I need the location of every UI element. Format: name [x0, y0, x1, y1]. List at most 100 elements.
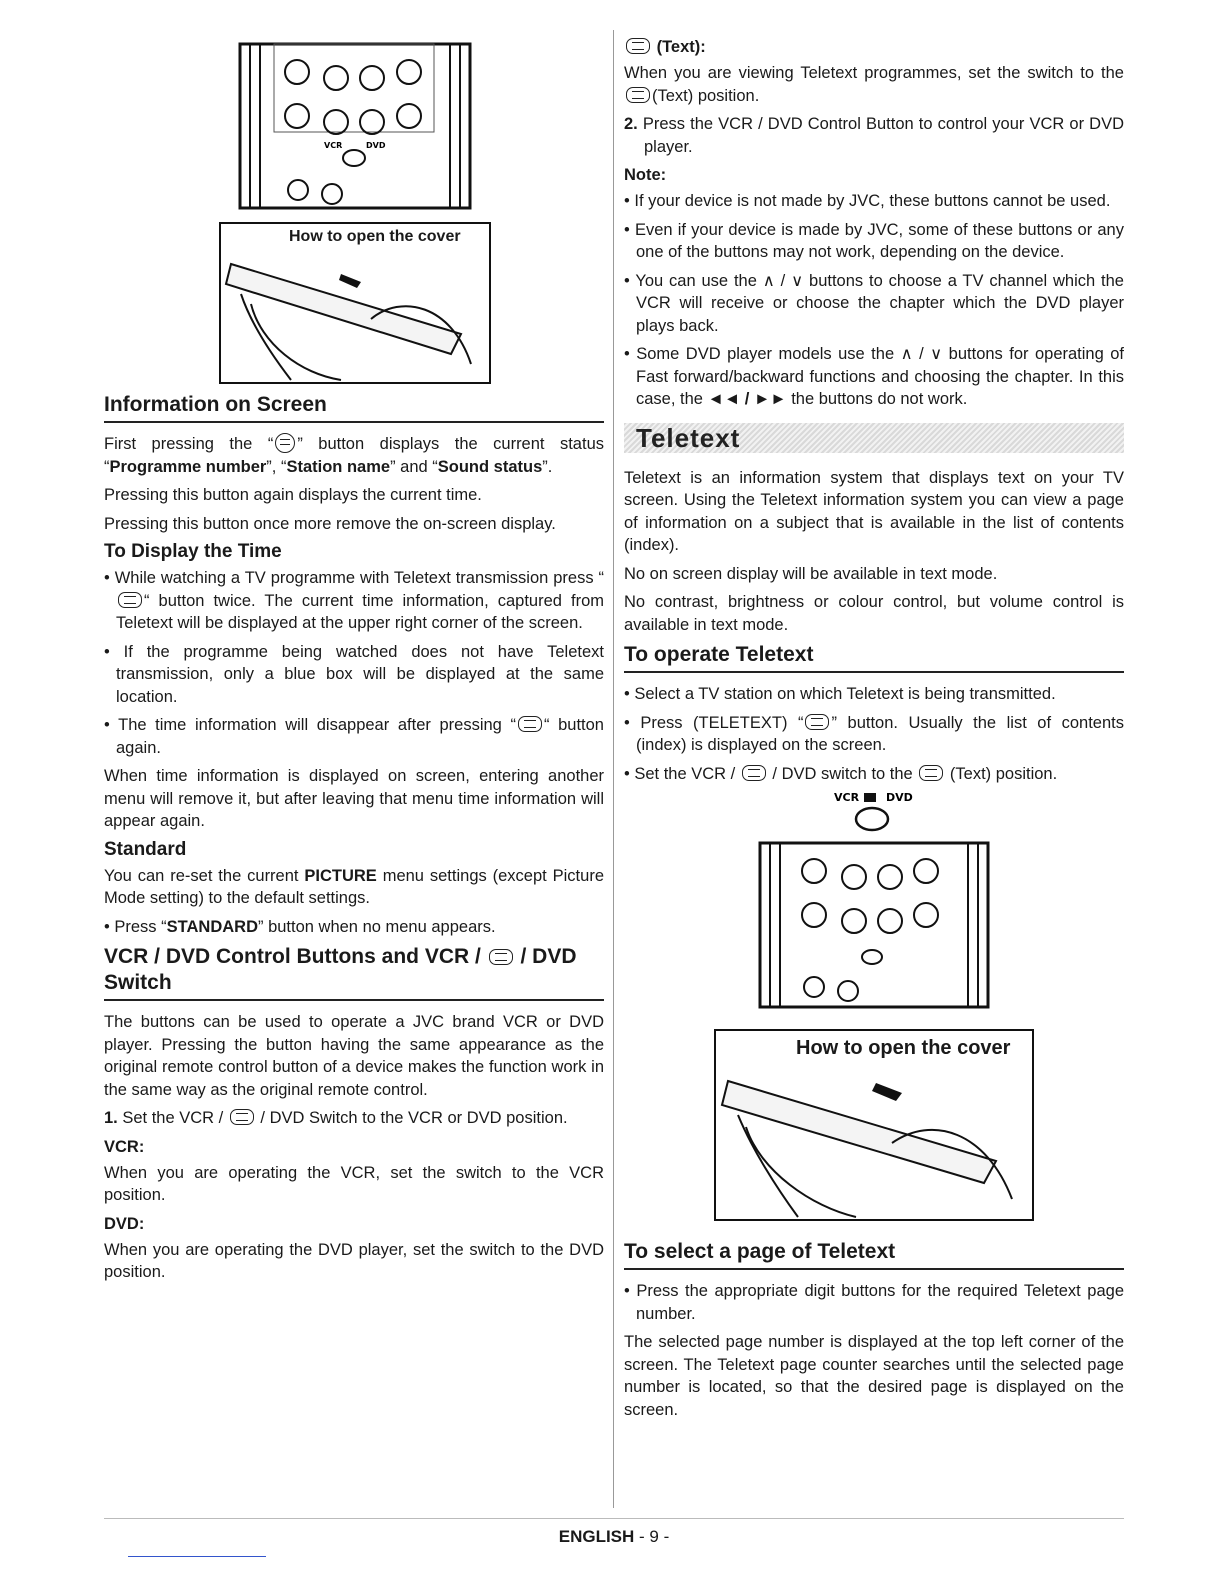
- standard-paragraph: You can re-set the current PICTURE menu …: [104, 865, 604, 910]
- switch-dvd-text: DVD: [886, 791, 913, 804]
- text-p-a: When you are viewing Teletext programmes…: [624, 64, 1124, 82]
- select-page-heading: To select a page of Teletext: [624, 1239, 1124, 1270]
- step-1-number: 1.: [104, 1109, 118, 1127]
- vcr-title-b: / DVD Switch: [104, 945, 577, 994]
- info-p1-a: First pressing the “: [104, 435, 274, 453]
- text-mode-label: (Text):: [624, 36, 1124, 58]
- info-paragraph-3: Pressing this button once more remove th…: [104, 514, 556, 533]
- standard-p-c: menu settings (except Picture Mode setti…: [104, 866, 604, 908]
- open-cover-figure: How to open the cover: [104, 222, 604, 392]
- step-2-text: Press the VCR / DVD Control Button to co…: [637, 115, 1124, 156]
- display-time-paragraph: When time information is displayed on sc…: [104, 767, 604, 830]
- standard-b-c: ” button when no menu appears.: [258, 917, 496, 936]
- vcr-title-a: VCR / DVD Control Buttons and VCR /: [104, 945, 487, 968]
- vcr-dvd-paragraph: The buttons can be used to operate a JVC…: [104, 1013, 604, 1099]
- info-p1-e: ”.: [542, 457, 553, 476]
- note-item-4: Some DVD player models use the ∧ / ∨ but…: [624, 343, 1124, 411]
- info-station-name: Station name: [286, 457, 391, 476]
- op-b2-a: Press (TELETEXT) “: [640, 713, 804, 732]
- step-1-a: Set the VCR /: [117, 1109, 228, 1127]
- op-b3-b: / DVD switch to the: [767, 764, 918, 783]
- column-divider: [613, 30, 614, 1508]
- display-button-icon: [275, 433, 296, 453]
- rewind-forward-icons: ◄◄ / ►►: [707, 390, 787, 408]
- remote-buttons-figure: VCR DVD: [104, 30, 604, 216]
- display-button-icon: [118, 591, 142, 608]
- vcr-text: When you are operating the VCR, set the …: [104, 1163, 604, 1205]
- display-time-item-3: The time information will disappear afte…: [104, 714, 604, 759]
- teletext-banner-title: Teletext: [636, 422, 741, 453]
- select-page-paragraph: The selected page number is displayed at…: [624, 1333, 1124, 1419]
- info-paragraph-1: First pressing the “” button displays th…: [104, 433, 604, 478]
- open-cover-title: How to open the cover: [289, 228, 461, 245]
- footer-page-number: - 9 -: [634, 1527, 670, 1546]
- step-1: 1. Set the VCR / / DVD Switch to the VCR…: [104, 1107, 604, 1130]
- display-time-item-2: If the programme being watched does not …: [104, 641, 604, 709]
- hand-remote-illustration: [224, 262, 472, 381]
- switch-remote-figure: VCR DVD: [624, 791, 1124, 1023]
- standard-b-a: Press “: [114, 917, 167, 936]
- teletext-paragraph-2: No on screen display will be available i…: [624, 564, 998, 583]
- operate-item-2: Press (TELETEXT) “” button. Usually the …: [624, 712, 1124, 757]
- dvd-text: When you are operating the DVD player, s…: [104, 1240, 604, 1282]
- hand-remote-illustration-2: [720, 1079, 1013, 1218]
- info-on-screen-heading: Information on Screen: [104, 392, 604, 423]
- select-page-list: Press the appropriate digit buttons for …: [624, 1280, 1124, 1325]
- text-mode-icon: [626, 86, 650, 103]
- text-p-b: (Text) position.: [652, 86, 760, 105]
- text-mode-icon: [741, 764, 766, 781]
- text-mode-icon: [919, 764, 944, 781]
- note-b4-c: the buttons do not work.: [786, 390, 968, 408]
- left-column: VCR DVD How to open the cover Informatio…: [104, 30, 604, 1290]
- switch-dvd-label: DVD: [366, 141, 386, 150]
- note-item-1: If your device is not made by JVC, these…: [624, 190, 1124, 213]
- note-item-2: Even if your device is made by JVC, some…: [624, 219, 1124, 264]
- dvd-label: DVD:: [104, 1214, 145, 1233]
- standard-p-a: You can re-set the current: [104, 866, 305, 885]
- op-b3-a: Set the VCR /: [634, 764, 740, 783]
- text-mode-icon: [229, 1109, 254, 1125]
- time-b3-b: “ button again.: [116, 716, 604, 757]
- info-paragraph-2: Pressing this button again displays the …: [104, 486, 482, 504]
- operate-item-1: Select a TV station on which Teletext is…: [624, 683, 1124, 706]
- switch-vcr-text: VCR: [834, 791, 860, 804]
- time-b1-b: “ button twice. The current time informa…: [116, 591, 604, 633]
- note-list: If your device is not made by JVC, these…: [624, 190, 1124, 411]
- open-cover-frame-2: How to open the cover: [714, 1029, 1034, 1221]
- display-time-heading: To Display the Time: [104, 541, 282, 562]
- standard-list: Press “STANDARD” button when no menu app…: [104, 916, 604, 939]
- info-p1-d: ” and “: [390, 457, 438, 476]
- footer-language: ENGLISH: [558, 1527, 635, 1546]
- op-b2-b: ” button. Usually the list of contents (…: [636, 713, 1124, 755]
- teletext-paragraph-3: No contrast, brightness or colour contro…: [624, 593, 1124, 634]
- standard-picture: PICTURE: [304, 866, 377, 885]
- teletext-banner: Teletext: [624, 422, 1124, 453]
- display-button-icon: [517, 716, 542, 732]
- text-mode-icon: [626, 38, 650, 54]
- open-cover-frame: How to open the cover: [219, 222, 491, 384]
- text-label: (Text):: [652, 38, 706, 56]
- open-cover-title-2: How to open the cover: [796, 1037, 1011, 1059]
- vcr-label: VCR:: [104, 1137, 145, 1156]
- select-item-1: Press the appropriate digit buttons for …: [624, 1280, 1124, 1325]
- operate-teletext-list: Select a TV station on which Teletext is…: [624, 683, 1124, 785]
- teletext-button-icon: [805, 713, 830, 730]
- time-b1-a: While watching a TV programme with Telet…: [114, 569, 604, 587]
- standard-item-1: Press “STANDARD” button when no menu app…: [104, 916, 604, 939]
- op-b3-c: (Text) position.: [945, 764, 1058, 783]
- step-2: 2. Press the VCR / DVD Control Button to…: [624, 113, 1124, 158]
- info-sound-status: Sound status: [437, 457, 543, 476]
- right-column: (Text): When you are viewing Teletext pr…: [624, 30, 1124, 1427]
- display-time-list: While watching a TV programme with Telet…: [104, 567, 604, 759]
- text-mode-paragraph: When you are viewing Teletext programmes…: [624, 62, 1124, 107]
- info-p1-c: ”, “: [266, 457, 287, 476]
- note-item-3: You can use the ∧ / ∨ buttons to choose …: [624, 270, 1124, 338]
- standard-button-name: STANDARD: [166, 917, 258, 936]
- step-1-b: / DVD Switch to the VCR or DVD position.: [255, 1109, 568, 1127]
- operate-teletext-heading: To operate Teletext: [624, 642, 1124, 673]
- info-programme-number: Programme number: [109, 457, 267, 476]
- footer-link-underline: [128, 1556, 266, 1557]
- note-b4-a: Some DVD player models use the ∧ / ∨ but…: [636, 345, 1124, 408]
- info-p1-b: ” button displays the current status “: [104, 435, 604, 476]
- remote-buttons-illustration: VCR DVD: [238, 42, 472, 210]
